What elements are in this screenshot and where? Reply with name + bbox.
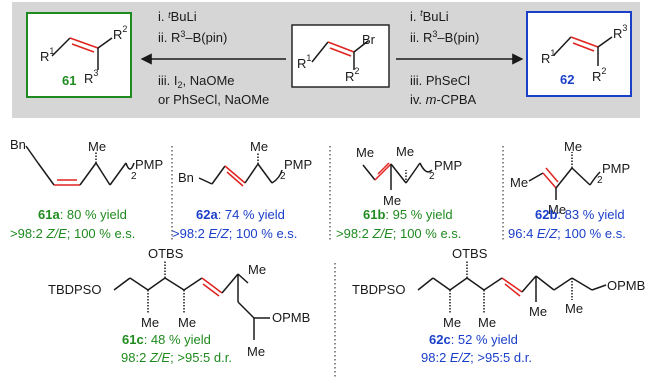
62a-me: Me — [250, 139, 269, 154]
left-cond-alt: or PhSeCl, NaOMe — [158, 92, 270, 107]
61b-yield: 61b: 95 % yield — [363, 207, 453, 222]
61c-otbs: OTBS — [148, 246, 184, 261]
62b-selectivity: 96:4 E/Z; 100 % e.s. — [508, 226, 626, 241]
61c-me-4: Me — [247, 344, 266, 359]
62c-tbdpso: TBDPSO — [352, 282, 406, 297]
compound-62c-structure — [417, 260, 607, 314]
right-cond-i: i. tBuLi — [410, 8, 449, 24]
compound-61b-structure — [362, 162, 433, 190]
61a-bn: Bn — [10, 137, 26, 152]
compound-61c-structure — [113, 260, 270, 340]
62c-me-4: Me — [565, 301, 584, 316]
61b-selectivity: >98:2 Z/E; 100 % e.s. — [336, 226, 462, 241]
61b-me-top: Me — [396, 144, 415, 159]
product-61-box — [26, 12, 132, 98]
61c-yield: 61c: 48 % yield — [122, 332, 211, 347]
61b-me-left: Me — [356, 145, 375, 160]
compound-62b-structure — [528, 152, 601, 200]
62b-sub: 2 — [597, 175, 603, 186]
62b-me-top: Me — [564, 139, 583, 154]
starting-vinyl-bromide-box — [291, 24, 390, 88]
62a-bn: Bn — [178, 170, 194, 185]
61c-tbdpso: TBDPSO — [48, 282, 102, 297]
61b-me-bottom: Me — [383, 193, 402, 208]
62a-yield: 62a: 74 % yield — [196, 207, 285, 222]
left-cond-ii: ii. R3–B(pin) — [158, 29, 228, 45]
61c-me-1: Me — [141, 315, 160, 330]
right-cond-ii: ii. R3–B(pin) — [410, 29, 480, 45]
61a-selectivity: >98:2 Z/E; 100 % e.s. — [10, 226, 136, 241]
product-61-structure — [51, 37, 113, 70]
product-62-structure — [553, 36, 613, 66]
61a-pmp: PMP — [135, 157, 164, 172]
61b-pmp: PMP — [434, 158, 463, 173]
vinyl-bromide-structure — [311, 40, 369, 70]
62c-otbs: OTBS — [452, 246, 488, 261]
p61-id: 61 — [62, 73, 77, 88]
right-cond-iii: iii. PhSeCl — [410, 73, 470, 88]
62c-selectivity: 98:2 E/Z; >95:5 d.r. — [421, 350, 532, 365]
62b-yield: 62b: 83 % yield — [535, 207, 625, 222]
61c-opmb: OPMB — [272, 310, 311, 325]
61a-me: Me — [88, 139, 107, 154]
62b-pmp: PMP — [602, 161, 631, 176]
62a-selectivity: >98:2 E/Z; 100 % e.s. — [172, 226, 298, 241]
61c-me-2: Me — [178, 315, 197, 330]
62c-opmb: OPMB — [607, 278, 646, 293]
62c-me-1: Me — [443, 315, 462, 330]
product-62-box — [526, 11, 632, 97]
62b-me-bottom: Me — [548, 202, 567, 217]
62a-pmp: PMP — [284, 157, 313, 172]
62b-me-left: Me — [510, 175, 529, 190]
61a-sub: 2 — [131, 171, 137, 182]
p62-id: 62 — [560, 72, 575, 87]
compound-62a-structure — [198, 152, 283, 187]
61a-yield: 61a: 80 % yield — [38, 207, 127, 222]
62c-me-3: Me — [529, 304, 548, 319]
62c-me-2: Me — [478, 315, 497, 330]
right-cond-iv: iv. m-CPBA — [410, 92, 477, 107]
left-cond-i: i. tBuLi — [158, 9, 197, 24]
sm-br: Br — [362, 32, 375, 47]
62a-sub: 2 — [280, 171, 286, 182]
61b-sub: 2 — [429, 171, 435, 182]
left-cond-iii: iii. I2, NaOMe — [158, 73, 235, 90]
61c-me-3: Me — [248, 262, 267, 277]
62c-yield: 62c: 52 % yield — [429, 332, 518, 347]
61c-selectivity: 98:2 Z/E; >95:5 d.r. — [121, 350, 232, 365]
compound-61a-structure — [25, 145, 135, 186]
